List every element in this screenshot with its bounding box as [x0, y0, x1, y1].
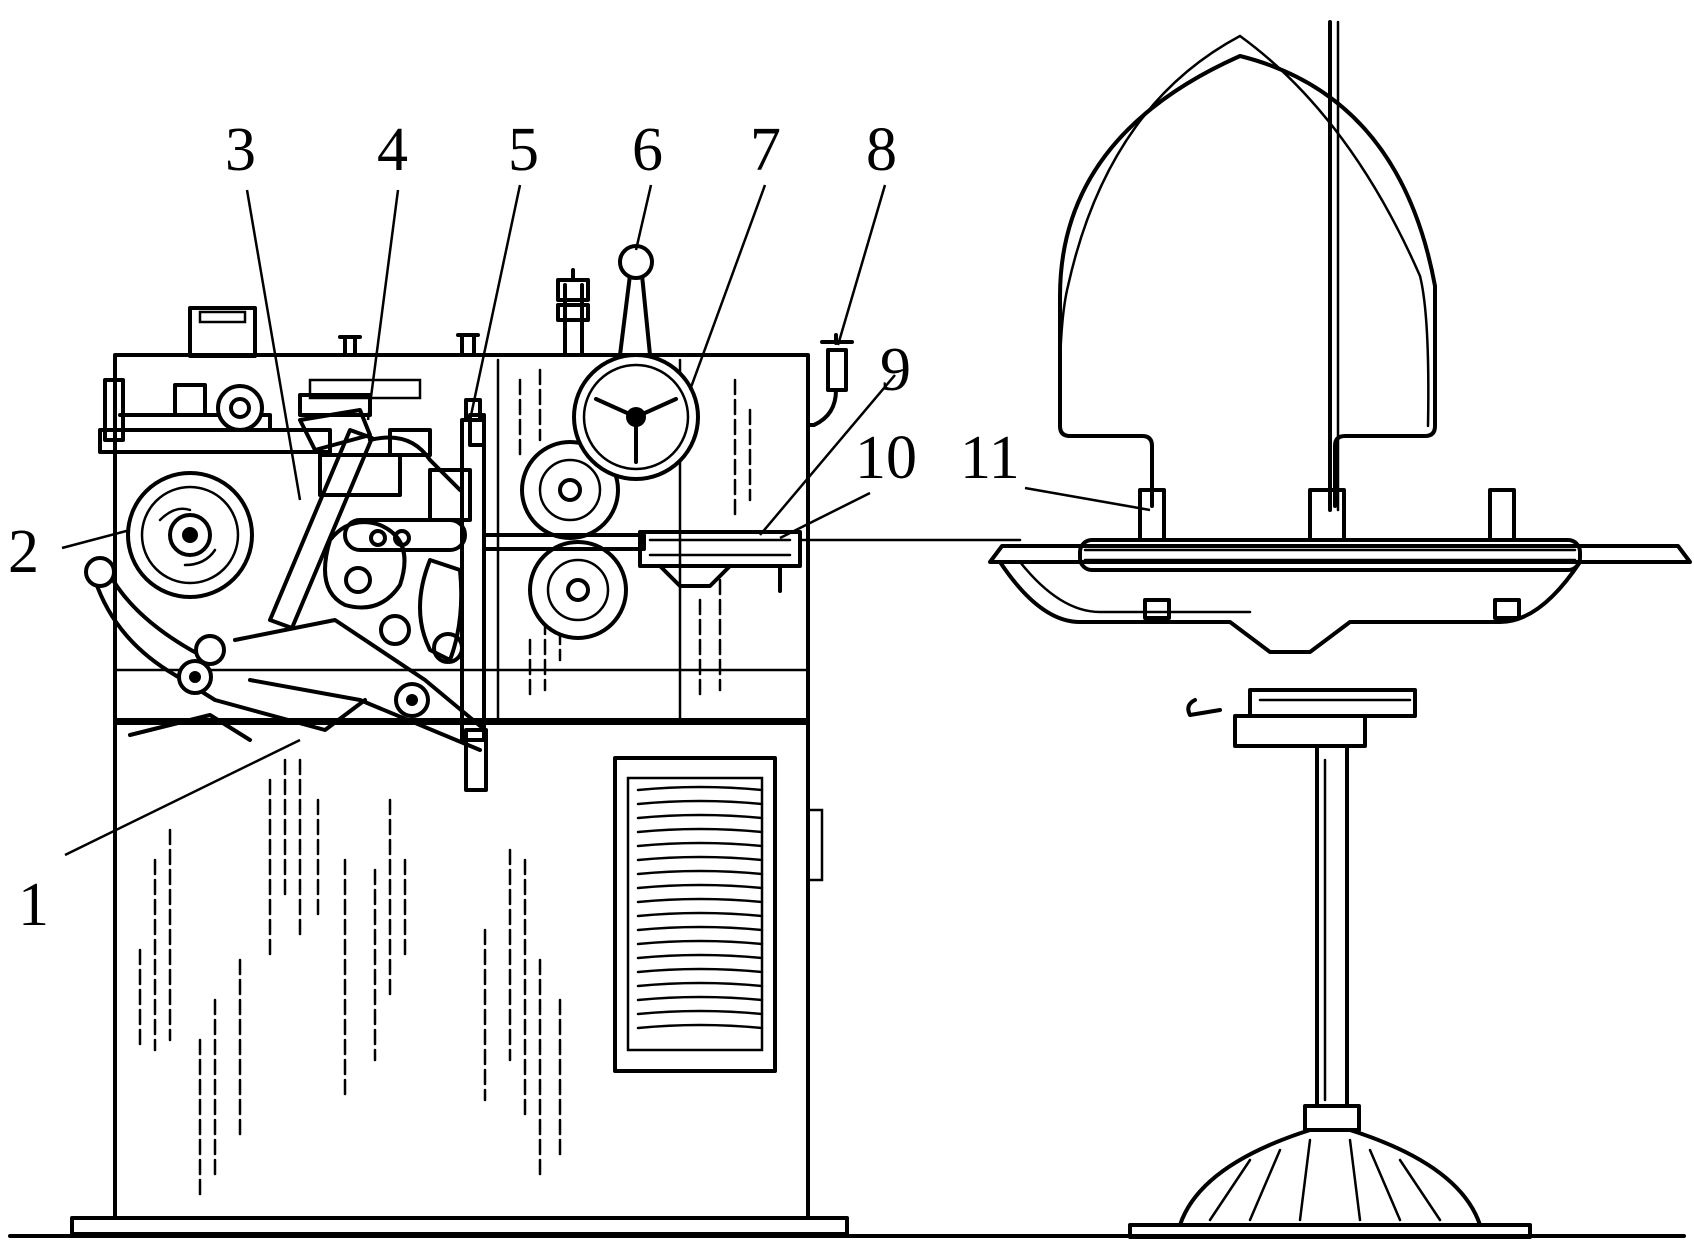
louver-slat — [636, 869, 764, 876]
louver-slat — [636, 925, 764, 932]
leader-lines — [61, 184, 1151, 857]
output-tray — [638, 530, 802, 568]
machine-body — [70, 244, 1022, 1236]
louver-slat — [636, 883, 764, 890]
louver-slat — [636, 981, 764, 988]
stand-base — [1178, 1128, 1482, 1227]
louver-slat — [636, 911, 764, 918]
ventilation-grille — [613, 756, 777, 1073]
top-motor-box — [188, 306, 257, 358]
spool-platter — [988, 544, 1692, 564]
machine-base-plate — [70, 1216, 849, 1236]
louver-slat — [636, 967, 764, 974]
callout-5: 5 — [508, 116, 539, 184]
louver-slat — [636, 1023, 764, 1030]
callout-3: 3 — [225, 116, 256, 184]
callout-6: 6 — [632, 116, 663, 184]
cabinet-shading — [138, 368, 752, 1202]
callout-4: 4 — [377, 116, 408, 184]
lever-ball — [618, 244, 654, 280]
callout-10: 10 — [855, 424, 917, 492]
louver-slat — [636, 1009, 764, 1016]
louver-slat — [636, 813, 764, 820]
louver-slat — [636, 799, 764, 806]
callout-1: 1 — [18, 871, 49, 939]
louver-slat — [636, 827, 764, 834]
louver-slat — [636, 939, 764, 946]
louver-slat — [636, 995, 764, 1002]
louver-slat — [636, 897, 764, 904]
stand-pole — [1315, 744, 1349, 1108]
feed-roller-lower — [528, 540, 628, 640]
louver-slat — [636, 785, 764, 792]
head-mechanisms — [84, 244, 1022, 792]
callout-11: 11 — [960, 424, 1020, 492]
side-latch — [806, 808, 824, 882]
callout-8: 8 — [866, 116, 897, 184]
louver-slat — [636, 841, 764, 848]
callout-7: 7 — [750, 116, 781, 184]
feed-roller-upper — [520, 440, 620, 540]
louver-slat — [636, 855, 764, 862]
wire-spool-stand — [988, 20, 1692, 1239]
louver-slat — [636, 953, 764, 960]
spool-hoop — [1058, 54, 1437, 508]
callout-2: 2 — [8, 518, 39, 586]
callout-labels: 1 2 3 4 5 6 7 8 9 10 11 — [8, 116, 1020, 939]
callout-9: 9 — [880, 336, 911, 404]
